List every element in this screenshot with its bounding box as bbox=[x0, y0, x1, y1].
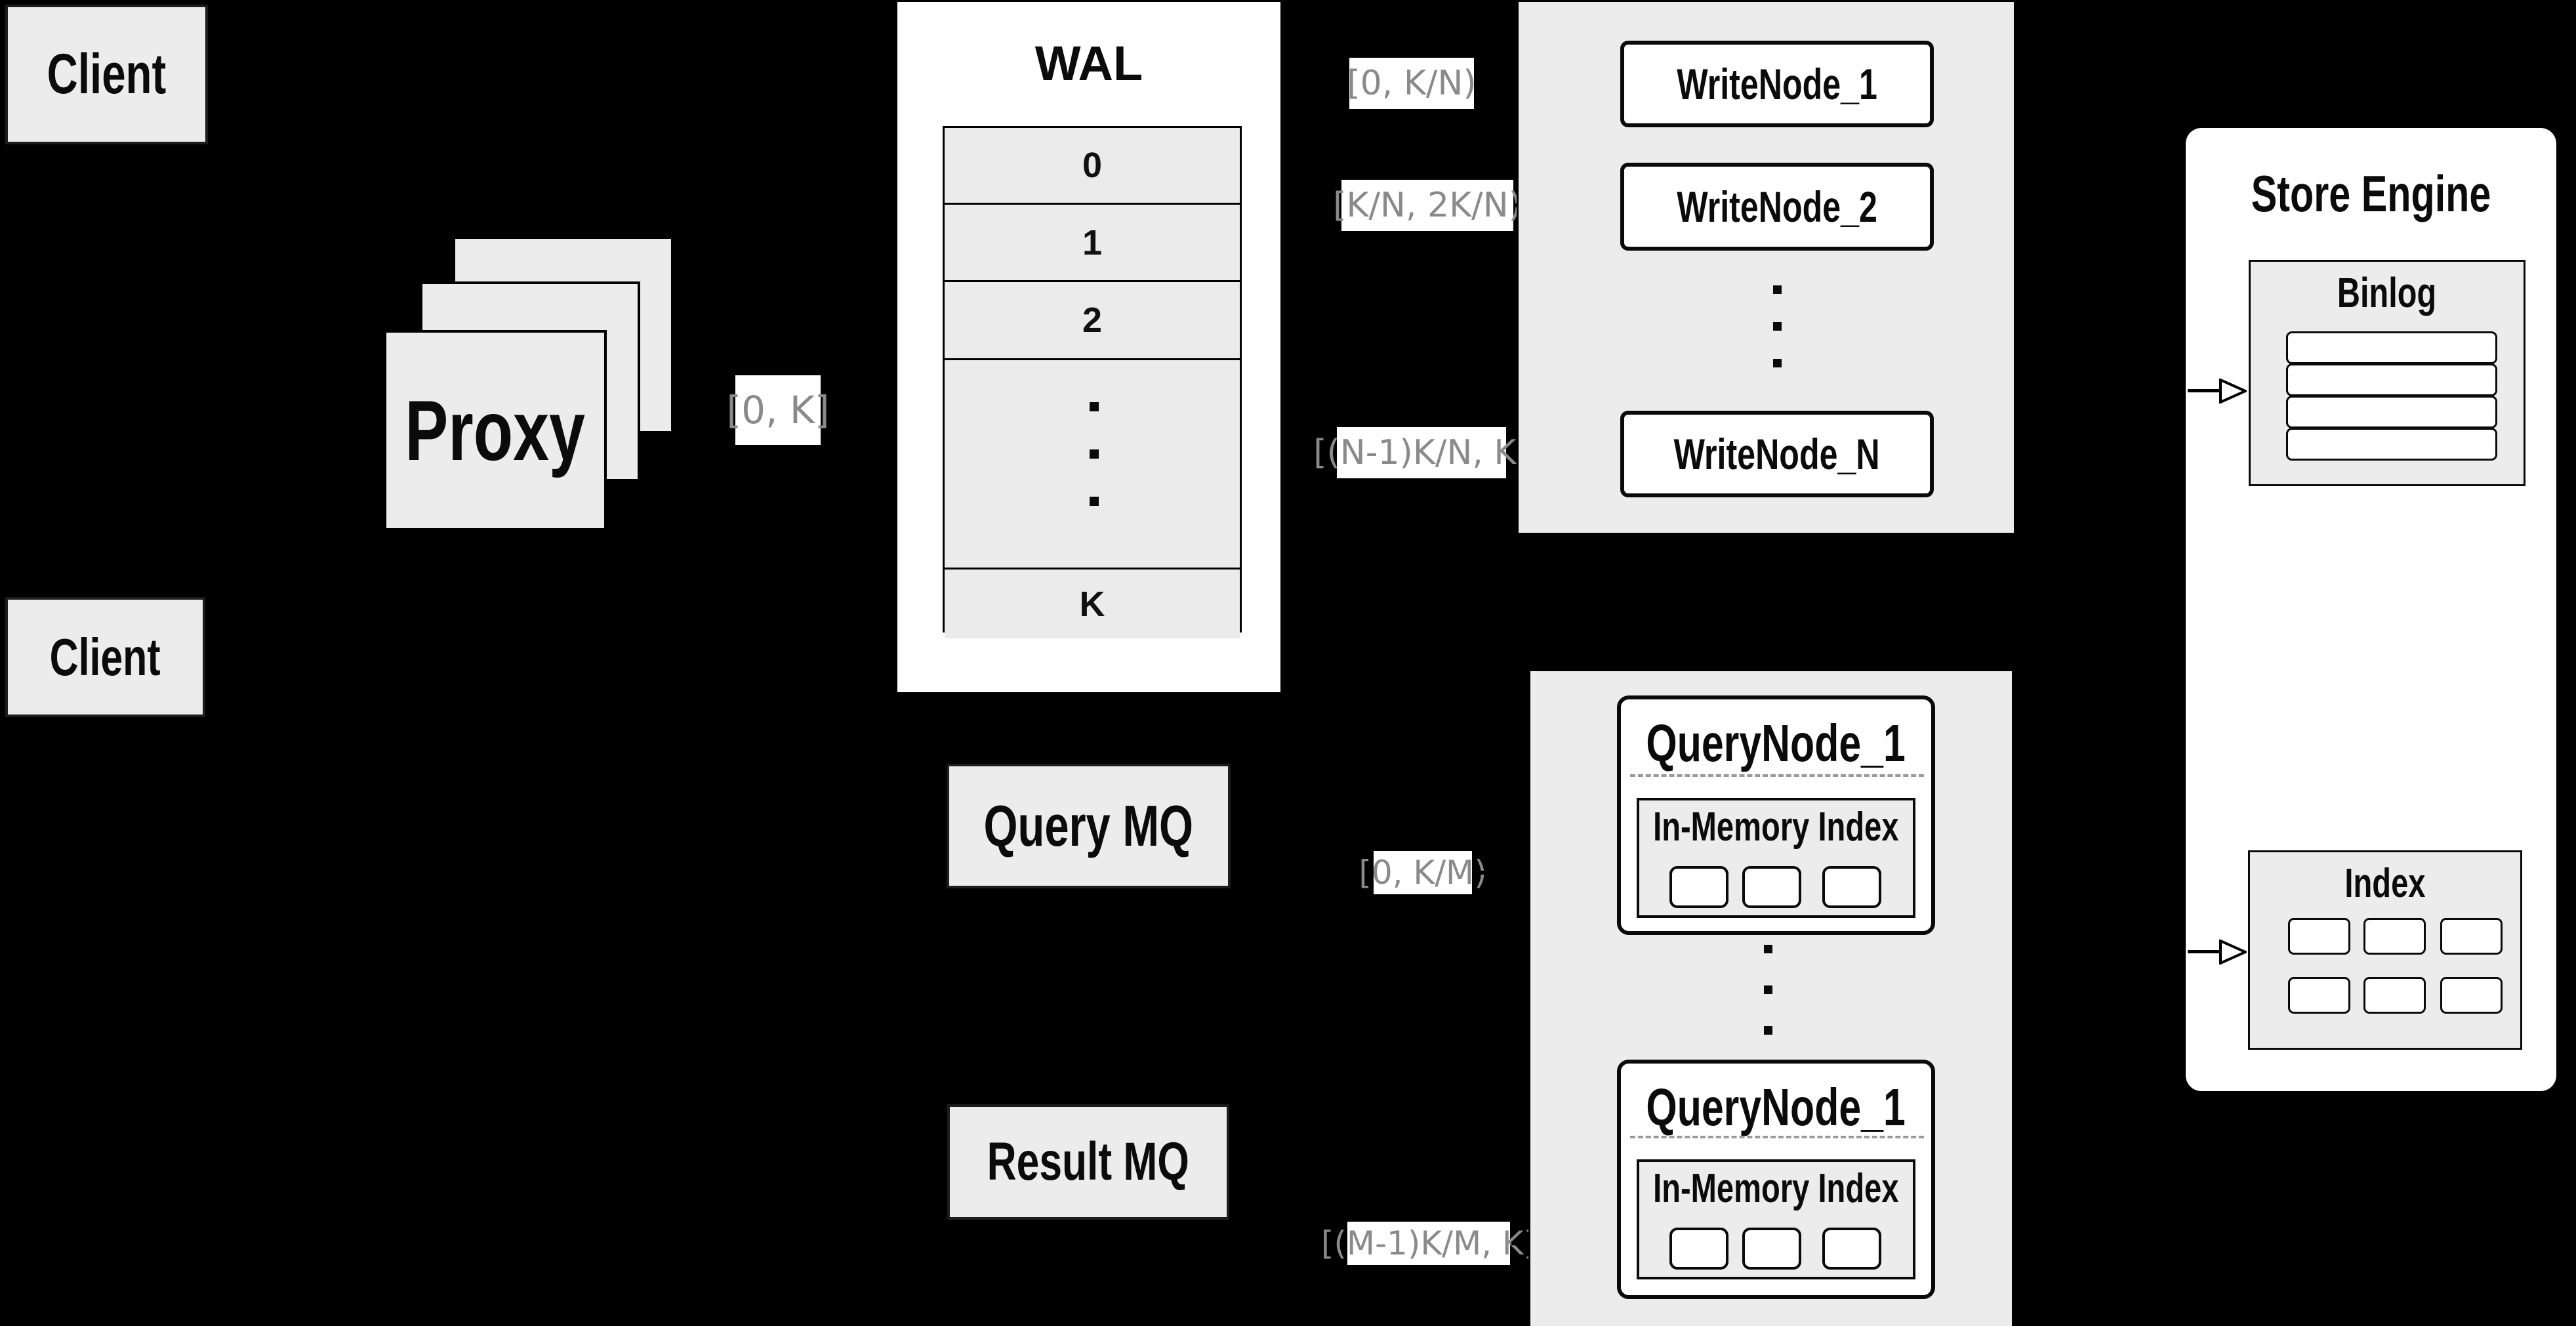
write-ellipsis-dot bbox=[1773, 322, 1782, 331]
wal-table: 0 1 2 K bbox=[943, 126, 1242, 638]
result-mq-box: Result MQ bbox=[947, 1104, 1229, 1220]
query-node-bottom-divider bbox=[1630, 1136, 1924, 1138]
wal-panel: WAL 0 1 2 K bbox=[897, 2, 1280, 692]
query-node-top-divider bbox=[1630, 774, 1924, 777]
range-label-write-1: [0, K/N) bbox=[1347, 58, 1477, 109]
in-memory-index-title-bottom: In-Memory Index bbox=[1653, 1165, 1899, 1211]
result-mq-label: Result MQ bbox=[987, 1132, 1190, 1191]
write-node-n: WriteNode_N bbox=[1620, 411, 1934, 497]
segment-box bbox=[1822, 866, 1881, 908]
arrow-head-binlog-icon bbox=[2219, 379, 2247, 404]
index-cell bbox=[2363, 977, 2426, 1014]
client-bottom-label: Client bbox=[50, 627, 161, 686]
proxy-stack: Proxy bbox=[384, 236, 674, 531]
write-node-container: WriteNode_1 WriteNode_2 WriteNode_N bbox=[1517, 0, 2016, 535]
store-engine-title: Store Engine bbox=[2251, 164, 2491, 222]
index-cell bbox=[2288, 977, 2350, 1014]
range-label-query-2: [(M-1)K/M, K] bbox=[1321, 1222, 1536, 1265]
proxy-card-front: Proxy bbox=[384, 330, 607, 531]
query-node-top-title: QueryNode_1 bbox=[1646, 714, 1906, 772]
binlog-row bbox=[2286, 331, 2497, 364]
wal-row-1: 1 bbox=[945, 203, 1240, 280]
index-cell bbox=[2363, 918, 2426, 955]
range-label-proxy-out: [0, K] bbox=[726, 375, 830, 445]
in-memory-index-box-top: In-Memory Index bbox=[1637, 798, 1915, 918]
write-ellipsis-dot bbox=[1773, 359, 1782, 367]
segment-box bbox=[1742, 866, 1801, 908]
index-box: Index bbox=[2248, 850, 2522, 1050]
binlog-box: Binlog bbox=[2249, 260, 2525, 486]
segment-box bbox=[1669, 866, 1728, 908]
write-ellipsis-dot bbox=[1773, 285, 1782, 294]
range-label-write-n: [(N-1)K/N, K] bbox=[1313, 427, 1530, 478]
wal-ellipsis-dot bbox=[1090, 497, 1099, 506]
range-label-query-1: [0, K/M) bbox=[1359, 851, 1487, 894]
arrow-line-index bbox=[2188, 950, 2222, 953]
arrow-head-index-icon bbox=[2219, 940, 2247, 964]
query-node-bottom-title: QueryNode_1 bbox=[1646, 1078, 1906, 1136]
wal-ellipsis-dot bbox=[1090, 402, 1099, 411]
wal-row-2: 2 bbox=[945, 280, 1240, 358]
in-memory-index-title-top: In-Memory Index bbox=[1653, 804, 1899, 850]
range-label-write-2: [K/N, 2K/N) bbox=[1333, 180, 1522, 231]
index-cell bbox=[2440, 977, 2503, 1014]
query-node-container: QueryNode_1 In-Memory Index QueryNode_1 … bbox=[1528, 669, 2014, 1326]
proxy-label: Proxy bbox=[405, 383, 586, 478]
binlog-row bbox=[2286, 428, 2497, 461]
query-ellipsis-dot bbox=[1764, 945, 1772, 953]
client-top-box: Client bbox=[5, 5, 208, 144]
write-node-2: WriteNode_2 bbox=[1620, 163, 1934, 251]
query-mq-box: Query MQ bbox=[947, 764, 1231, 888]
wal-row-ellipsis bbox=[945, 358, 1240, 568]
query-mq-label: Query MQ bbox=[983, 793, 1194, 858]
wal-row-0: 0 bbox=[945, 126, 1240, 203]
wal-ellipsis-dot bbox=[1090, 449, 1099, 459]
segment-box bbox=[1742, 1228, 1801, 1270]
client-top-label: Client bbox=[47, 43, 167, 106]
arrow-line-binlog bbox=[2188, 389, 2222, 392]
client-bottom-box: Client bbox=[5, 597, 205, 717]
binlog-title: Binlog bbox=[2337, 269, 2437, 316]
binlog-row bbox=[2286, 363, 2497, 396]
store-engine-panel: Store Engine Binlog Index bbox=[2186, 128, 2556, 1091]
in-memory-index-box-bottom: In-Memory Index bbox=[1637, 1159, 1915, 1279]
segment-box bbox=[1822, 1228, 1881, 1270]
arrow-line-query-1 bbox=[1473, 871, 1580, 875]
index-cell bbox=[2440, 918, 2503, 955]
wal-row-k: K bbox=[945, 568, 1240, 638]
query-node-bottom: QueryNode_1 In-Memory Index bbox=[1617, 1060, 1935, 1299]
query-ellipsis-dot bbox=[1764, 985, 1772, 994]
wal-title: WAL bbox=[1034, 35, 1143, 91]
binlog-row bbox=[2286, 396, 2497, 428]
index-title: Index bbox=[2344, 860, 2426, 906]
query-ellipsis-dot bbox=[1764, 1026, 1772, 1035]
write-node-1: WriteNode_1 bbox=[1620, 41, 1934, 127]
segment-box bbox=[1669, 1228, 1728, 1270]
index-cell bbox=[2288, 918, 2350, 955]
query-node-top: QueryNode_1 In-Memory Index bbox=[1617, 695, 1935, 935]
